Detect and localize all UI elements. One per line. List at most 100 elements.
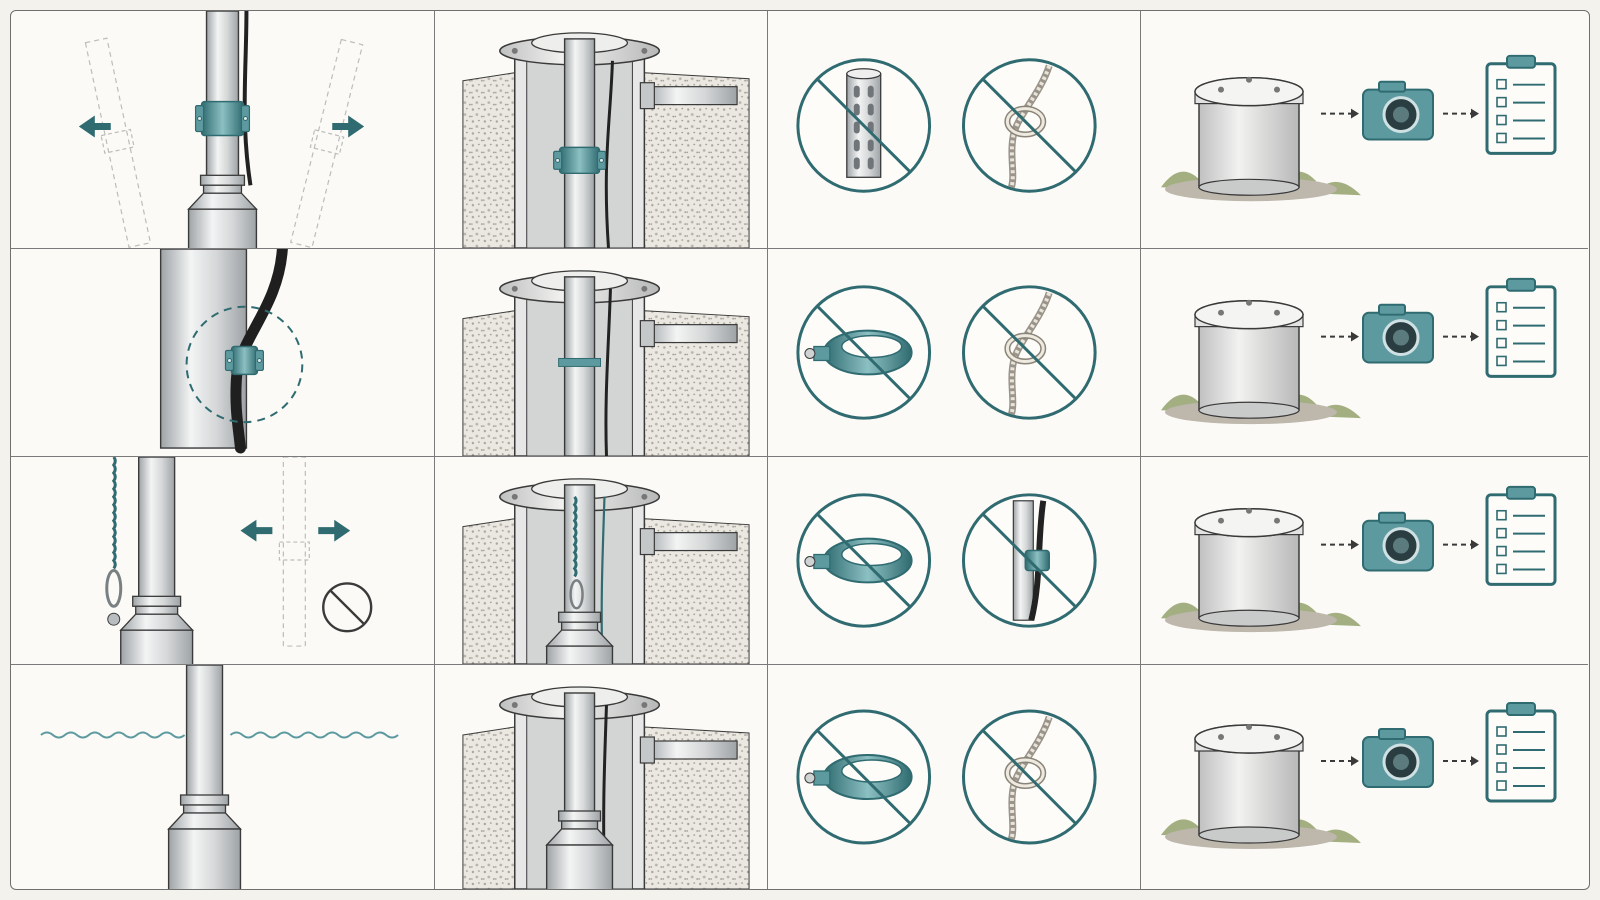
step-cell-r1-c2 bbox=[435, 11, 768, 249]
illustration-r1-c1 bbox=[78, 11, 365, 248]
step-cell-r4-c4 bbox=[1141, 665, 1588, 889]
shackle bbox=[569, 579, 584, 610]
left-prohibited bbox=[796, 493, 932, 628]
step-cell-r3-c4 bbox=[1141, 457, 1588, 665]
pump-body bbox=[545, 810, 614, 889]
step-cell-r1-c4 bbox=[1141, 11, 1588, 249]
checklist-icon bbox=[1485, 277, 1557, 378]
well-cap-icon bbox=[1161, 76, 1361, 202]
illustration-r4-c4 bbox=[1161, 702, 1557, 849]
instruction-grid bbox=[11, 11, 1589, 889]
step-cell-r4-c1 bbox=[11, 665, 435, 889]
no-symbol-icon bbox=[322, 582, 373, 633]
power-cable bbox=[242, 11, 253, 186]
cable-tie bbox=[558, 357, 601, 367]
illustration-r2-c2 bbox=[462, 270, 750, 456]
left-prohibited bbox=[796, 58, 932, 193]
illustration-r3-c4 bbox=[1161, 485, 1557, 633]
discharge-pipe bbox=[639, 82, 738, 110]
illustration-r1-c4 bbox=[1161, 54, 1557, 202]
discharge-pipe bbox=[639, 736, 738, 764]
knotted-rope-icon bbox=[1004, 715, 1053, 841]
right-prohibited bbox=[961, 493, 1097, 628]
pipe-clamp bbox=[553, 146, 607, 175]
power-cable bbox=[604, 288, 612, 456]
pipe-clamp bbox=[194, 100, 251, 137]
detail-circle bbox=[185, 305, 304, 424]
illustration-r2-c3 bbox=[796, 285, 1097, 420]
drop-pipe bbox=[563, 38, 596, 248]
right-prohibited bbox=[961, 709, 1097, 845]
right-prohibited bbox=[961, 285, 1097, 420]
step-cell-r3-c3 bbox=[768, 457, 1141, 665]
ground-gravel bbox=[462, 726, 750, 889]
arrow-right-icon bbox=[332, 115, 365, 138]
discharge-pipe bbox=[639, 320, 738, 348]
ghost-pump bbox=[278, 457, 310, 647]
well-cap-icon bbox=[1161, 299, 1361, 425]
knotted-rope-icon bbox=[1004, 64, 1053, 189]
illustration-r2-c4 bbox=[1161, 277, 1557, 425]
checklist-icon bbox=[1485, 702, 1557, 803]
illustration-r4-c2 bbox=[462, 686, 750, 889]
pump-body bbox=[187, 174, 258, 248]
perforated-pipe-icon bbox=[846, 68, 882, 178]
illustration-r3-c3 bbox=[796, 493, 1097, 628]
pump-body bbox=[119, 595, 195, 664]
safety-rope bbox=[111, 457, 117, 570]
right-prohibited bbox=[961, 58, 1097, 193]
step-cell-r4-c2 bbox=[435, 665, 768, 889]
knotted-rope-icon bbox=[1004, 291, 1053, 416]
arrow-right-icon bbox=[318, 519, 351, 542]
ghost-pipe-right bbox=[289, 38, 364, 248]
illustration-r4-c3 bbox=[796, 709, 1097, 845]
camera-icon bbox=[1362, 511, 1434, 572]
illustration-r1-c3 bbox=[796, 58, 1097, 193]
illustration-r3-c1 bbox=[105, 457, 373, 664]
water-line-right bbox=[229, 731, 399, 739]
pipe-clamp-icon bbox=[804, 329, 913, 376]
step-cell-r2-c1 bbox=[11, 249, 435, 457]
left-prohibited bbox=[796, 285, 932, 420]
pipe-clamp-icon bbox=[804, 537, 913, 584]
ground-gravel bbox=[462, 310, 750, 456]
step-cell-r4-c3 bbox=[768, 665, 1141, 889]
checklist-icon bbox=[1485, 54, 1557, 155]
illustration-r1-c2 bbox=[462, 32, 750, 248]
discharge-pipe bbox=[639, 528, 738, 556]
cable-clamp bbox=[224, 345, 265, 376]
riser-pipe bbox=[205, 11, 240, 186]
safety-rope bbox=[572, 495, 578, 578]
illustration-r4-c1 bbox=[40, 665, 399, 889]
step-cell-r2-c4 bbox=[1141, 249, 1588, 457]
step-cell-r2-c2 bbox=[435, 249, 768, 457]
step-cell-r1-c1 bbox=[11, 11, 435, 249]
illustration-r3-c2 bbox=[462, 478, 750, 664]
pipe-clamp-icon bbox=[804, 754, 913, 800]
riser-pipe bbox=[185, 665, 224, 806]
left-prohibited bbox=[796, 709, 932, 845]
step-cell-r1-c3 bbox=[768, 11, 1141, 249]
riser-pipe bbox=[137, 457, 176, 607]
step-cell-r3-c2 bbox=[435, 457, 768, 665]
instruction-panel bbox=[10, 10, 1590, 890]
pump-body bbox=[167, 794, 242, 889]
camera-icon bbox=[1362, 728, 1434, 788]
cable-clamp-icon bbox=[1012, 500, 1050, 621]
checklist-icon bbox=[1485, 485, 1557, 586]
well-cap-icon bbox=[1161, 507, 1361, 633]
well-cap-icon bbox=[1161, 724, 1361, 849]
ghost-pipe-left bbox=[84, 37, 152, 248]
camera-icon bbox=[1362, 303, 1434, 364]
arrow-left-icon bbox=[240, 519, 273, 542]
ground-gravel bbox=[462, 518, 750, 664]
step-cell-r3-c1 bbox=[11, 457, 435, 665]
pump-body bbox=[545, 611, 614, 664]
illustration-r2-c1 bbox=[159, 249, 304, 454]
arrow-left-icon bbox=[78, 115, 111, 138]
shackle bbox=[105, 568, 123, 626]
water-line-left bbox=[40, 731, 186, 739]
step-cell-r2-c3 bbox=[768, 249, 1141, 457]
power-cable bbox=[604, 60, 614, 248]
camera-icon bbox=[1362, 80, 1434, 141]
